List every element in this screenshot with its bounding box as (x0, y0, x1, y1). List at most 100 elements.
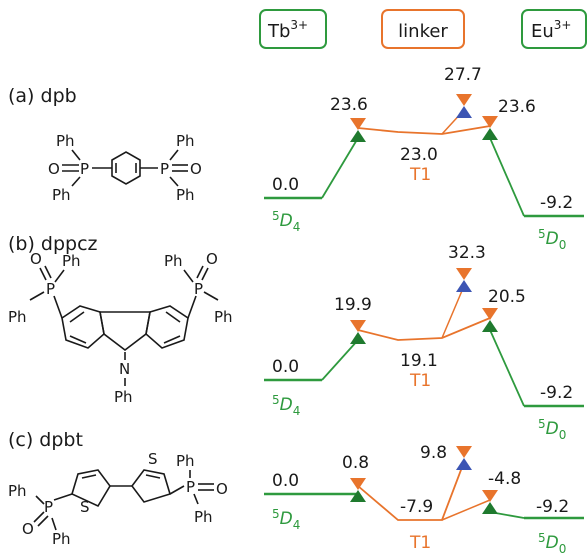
left-state-marker (350, 478, 366, 490)
tb-state-symbol: D (280, 509, 293, 529)
ph-label: Ph (62, 252, 81, 270)
left-state-marker (350, 320, 366, 332)
eu-state-subscript: 0 (559, 238, 567, 252)
singlet-path (441, 285, 465, 339)
eu-energy: -9.2 (540, 383, 573, 403)
svg-text:O: O (206, 250, 218, 268)
dppcz-pyrrole (99, 311, 151, 352)
dppcz-nitrogen: N (119, 360, 130, 378)
tb-state-symbol: D (280, 211, 293, 231)
tb-state-prefix: 5 (272, 209, 280, 223)
panel-label-a: (a) dpb (8, 85, 77, 107)
dpbt-sulfur-right: S (148, 450, 158, 468)
header-eu: Eu3+ (521, 9, 587, 49)
eu-state-symbol: D (546, 229, 559, 249)
right-state-energy: 23.6 (498, 97, 536, 117)
t1-level (357, 125, 491, 135)
panel-label-b: (b) dppcz (8, 233, 98, 255)
tb-energy: 0.0 (272, 175, 299, 195)
energy-panel-b: 0.0 19.9 32.3 20.5 19.1 T1 -9.2 5D4 5D0 (264, 243, 584, 442)
ph-label: Ph (176, 186, 195, 204)
top-state-marker (456, 268, 472, 280)
svg-text:Eu3+: Eu3+ (531, 18, 571, 42)
eu-state-prefix: 5 (538, 531, 546, 545)
t1-energy: 19.1 (400, 351, 438, 371)
tb-state-prefix: 5 (272, 507, 280, 521)
energy-panel-a: 0.0 23.6 27.7 23.6 23.0 T1 -9.2 5D4 5D0 (264, 65, 584, 252)
t1-energy: -7.9 (400, 497, 433, 517)
ph-label: Ph (176, 132, 195, 150)
svg-text:P: P (44, 498, 53, 516)
ph-label: Ph (214, 308, 233, 326)
ph-label: Ph (194, 508, 213, 526)
top-state-energy: 9.8 (420, 443, 447, 463)
t1-label: T1 (409, 165, 431, 185)
header-tb-box (259, 9, 327, 49)
tb-state-prefix: 5 (272, 393, 280, 407)
header-tb-charge: 3+ (290, 18, 308, 32)
header-tb-text: Tb (267, 21, 290, 42)
svg-text:O: O (30, 250, 42, 268)
ph-label: Ph (8, 308, 27, 326)
top-state-marker (456, 94, 472, 106)
svg-text:5D4: 5D4 (272, 209, 300, 234)
t1-energy: 23.0 (400, 145, 438, 165)
header-tb: Tb3+ (259, 9, 327, 49)
left-state-marker (350, 118, 366, 130)
header-eu-text: Eu (531, 21, 554, 42)
linker-to-eu-path (489, 137, 525, 217)
linker-to-eu-path (489, 329, 525, 407)
svg-text:5D4: 5D4 (272, 507, 300, 532)
t1-level (357, 317, 491, 341)
header-linker: linker (381, 9, 465, 49)
svg-text:5D0: 5D0 (538, 227, 566, 252)
right-state-marker (482, 490, 498, 502)
svg-text:P: P (186, 478, 195, 496)
dpb-benzene-ring (111, 151, 141, 185)
svg-text:5D0: 5D0 (538, 531, 566, 556)
right-state-energy: -4.8 (488, 469, 521, 489)
right-state-marker (482, 320, 498, 332)
eu-state-symbol: D (546, 533, 559, 553)
top-state-energy: 27.7 (444, 65, 482, 85)
right-state-energy: 20.5 (488, 287, 526, 307)
t1-label: T1 (409, 533, 431, 553)
ph-label: Ph (8, 482, 27, 500)
tb-energy: 0.0 (272, 471, 299, 491)
svg-text:P: P (80, 160, 89, 178)
svg-text:O: O (48, 160, 60, 178)
dpbt-right-thiophene (131, 469, 171, 503)
top-state-marker (456, 280, 472, 292)
tb-state-subscript: 4 (293, 220, 301, 234)
svg-text:Tb3+: Tb3+ (267, 18, 308, 42)
energy-panel-c: 0.0 0.8 9.8 -4.8 -7.9 T1 -9.2 5D4 5D0 (264, 443, 584, 556)
header-eu-charge: 3+ (554, 18, 572, 32)
eu-state-prefix: 5 (538, 227, 546, 241)
ph-label: Ph (52, 530, 71, 548)
ph-label: Ph (176, 452, 195, 470)
singlet-path (441, 499, 491, 521)
ph-label: Ph (52, 186, 71, 204)
top-state-marker (456, 458, 472, 470)
t1-label: T1 (409, 371, 431, 391)
dpbt-sulfur-left: S (80, 498, 90, 516)
eu-state-prefix: 5 (538, 417, 546, 431)
header-eu-box (521, 9, 587, 49)
molecule-dpb: P P O O Ph Ph Ph Ph (48, 132, 202, 204)
molecule-dpbt: S S P P O O Ph Ph Ph Ph (8, 450, 228, 548)
right-state-marker (482, 502, 498, 514)
ph-label: Ph (164, 252, 183, 270)
right-state-marker (482, 116, 498, 128)
left-state-energy: 0.8 (342, 453, 369, 473)
header-linker-text: linker (398, 21, 448, 42)
tb-to-linker-path (321, 339, 359, 381)
panel-label-c: (c) dpbt (8, 429, 83, 451)
eu-state-subscript: 0 (559, 428, 567, 442)
top-state-marker (456, 446, 472, 458)
left-state-marker (350, 130, 366, 142)
tb-energy: 0.0 (272, 357, 299, 377)
ph-label: Ph (56, 132, 75, 150)
eu-energy: -9.2 (536, 497, 569, 517)
right-state-marker (482, 308, 498, 320)
